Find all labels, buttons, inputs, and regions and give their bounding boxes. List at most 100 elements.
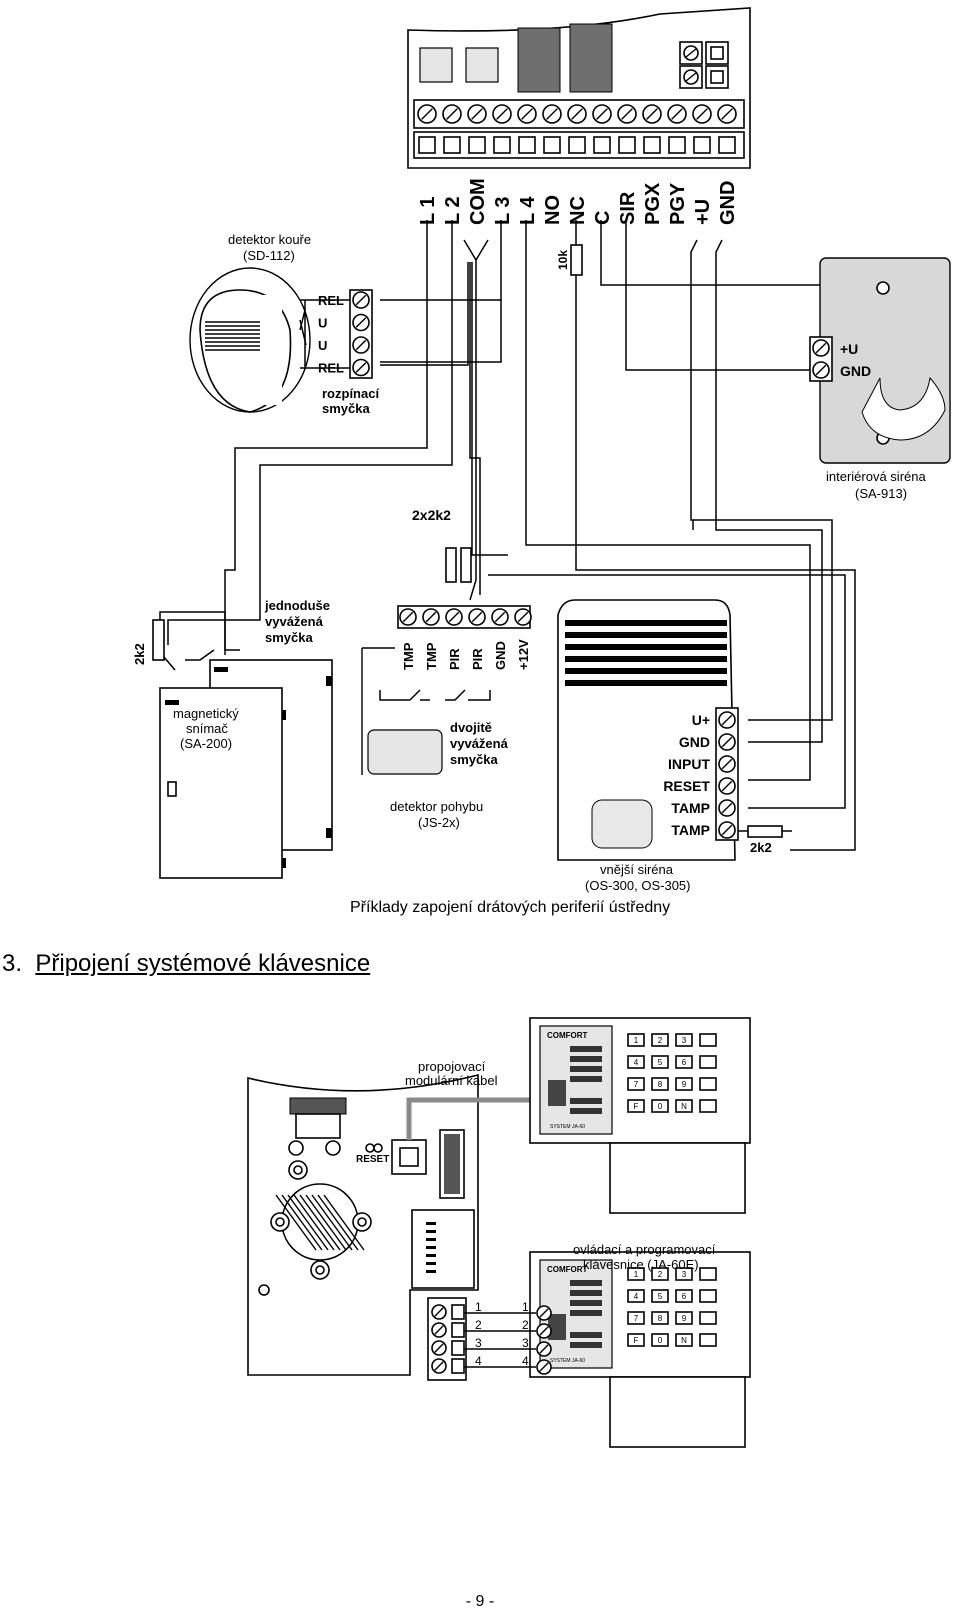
motion-detector-model: (JS-2x) <box>418 815 460 830</box>
keypad-key <box>675 1055 693 1069</box>
wire-number-panel: 2 <box>475 1318 482 1332</box>
keypad-led <box>570 1332 602 1338</box>
keypad-key <box>651 1267 669 1281</box>
pir-terminal-label: PIR <box>447 648 462 670</box>
keypad-key-label: 5 <box>658 1292 663 1301</box>
smoke-terminal-label: REL <box>318 361 344 376</box>
terminal-socket <box>493 136 511 154</box>
terminal-screws <box>417 104 737 124</box>
keypad-function-key-icon <box>699 1267 717 1281</box>
diagram-caption: Příklady zapojení drátových periferií ús… <box>350 899 670 916</box>
open-loop-label-1: rozpínací <box>322 386 379 401</box>
pir-terminal-label: +12V <box>516 639 531 670</box>
keypad-brand: COMFORT <box>547 1031 588 1040</box>
keypad-key-label: 2 <box>658 1270 663 1279</box>
keypad-digit-display <box>548 1080 566 1106</box>
wire-number-keypad: 3 <box>522 1336 529 1350</box>
terminal-socket <box>568 136 586 154</box>
keypad-key-label: 2 <box>658 1036 663 1045</box>
terminal-socket <box>443 136 461 154</box>
keypad-key <box>675 1267 693 1281</box>
keypad-key-label: N <box>681 1336 687 1345</box>
keypad-led <box>570 1066 602 1072</box>
resistor-2k2-left: 2k2 <box>132 643 147 665</box>
keypad-key <box>651 1311 669 1325</box>
keypad-key-label: F <box>634 1336 639 1345</box>
pir-terminal-label: TMP <box>424 642 439 670</box>
outdoor-siren-model: (OS-300, OS-305) <box>585 878 691 893</box>
motion-detector <box>361 647 491 775</box>
siren-gnd: GND <box>840 363 871 379</box>
magnetic-name2: snímač <box>186 721 228 736</box>
terminal-label: C <box>592 211 614 225</box>
keypad-key <box>627 1333 645 1347</box>
keypad-key-label: 1 <box>634 1270 639 1279</box>
keypad-led <box>570 1290 602 1296</box>
terminal-sockets <box>418 136 736 154</box>
keypad-key <box>675 1033 693 1047</box>
keypad-key <box>627 1289 645 1303</box>
keypad-key-label: 0 <box>658 1336 663 1345</box>
keypad-digit-display <box>548 1314 566 1340</box>
terminal-socket <box>718 136 736 154</box>
smoke-detector-model: (SD-112) <box>243 248 295 263</box>
magnetic-name: magnetický <box>173 706 239 721</box>
keypad-key <box>627 1099 645 1113</box>
terminal-socket <box>618 136 636 154</box>
keypad-key-label: N <box>681 1102 687 1111</box>
keypad-key-label: 4 <box>634 1058 639 1067</box>
keypad-key-label: 8 <box>658 1080 663 1089</box>
resistor-10k: 10k <box>556 250 570 270</box>
keypad-led <box>570 1342 602 1348</box>
keypad-key-label: 3 <box>682 1036 687 1045</box>
terminal-socket <box>593 136 611 154</box>
keypad-model: SYSTEM JA-60 <box>550 1358 585 1364</box>
wire-number-panel: 3 <box>475 1336 482 1350</box>
keypad-led <box>570 1280 602 1286</box>
terminal-label: SIR <box>617 191 639 225</box>
keypad-key-label: 5 <box>658 1058 663 1067</box>
keypad-key-label: 0 <box>658 1102 663 1111</box>
keypad-label-1: ovládací a programovací <box>573 1242 716 1257</box>
keypad-function-key-icon <box>699 1099 717 1113</box>
outdoor-siren-terminal-label: U+ <box>692 712 710 728</box>
keypad-key <box>627 1267 645 1281</box>
keypad-led <box>570 1056 602 1062</box>
keypad-key-label: 9 <box>682 1080 687 1089</box>
terminal-socket <box>451 1358 465 1374</box>
double-loop-3: smyčka <box>450 752 498 767</box>
keypad-function-key-icon <box>699 1289 717 1303</box>
reset-label: RESET <box>356 1154 389 1165</box>
interior-siren-name: interiérová siréna <box>826 469 926 484</box>
terminal-socket <box>418 136 436 154</box>
keypad-key <box>651 1099 669 1113</box>
wire-number-panel: 1 <box>475 1300 482 1314</box>
keypad-key <box>651 1055 669 1069</box>
smoke-terminal-label: U <box>318 316 327 331</box>
keypad-led <box>570 1076 602 1082</box>
terminal-label: NC <box>567 196 589 225</box>
resistors-label: 2x2k2 <box>412 507 451 523</box>
keypad-key <box>675 1289 693 1303</box>
keypad-key-label: 4 <box>634 1292 639 1301</box>
keypad-key <box>651 1333 669 1347</box>
keypad-key <box>627 1077 645 1091</box>
double-loop-1: dvojitě <box>450 720 492 735</box>
cable-label-1: propojovací <box>418 1059 486 1074</box>
keypad-model: SYSTEM JA-60 <box>550 1124 585 1130</box>
keypad-key-label: 8 <box>658 1314 663 1323</box>
keypad-key-label: 7 <box>634 1080 639 1089</box>
motion-detector-name: detektor pohybu <box>390 799 483 814</box>
wire-number-keypad: 1 <box>522 1300 529 1314</box>
section-heading: 3. Připojení systémové klávesnice <box>2 950 370 978</box>
terminal-label: +U <box>692 199 714 225</box>
resistor-2k2-siren: 2k2 <box>750 840 772 855</box>
